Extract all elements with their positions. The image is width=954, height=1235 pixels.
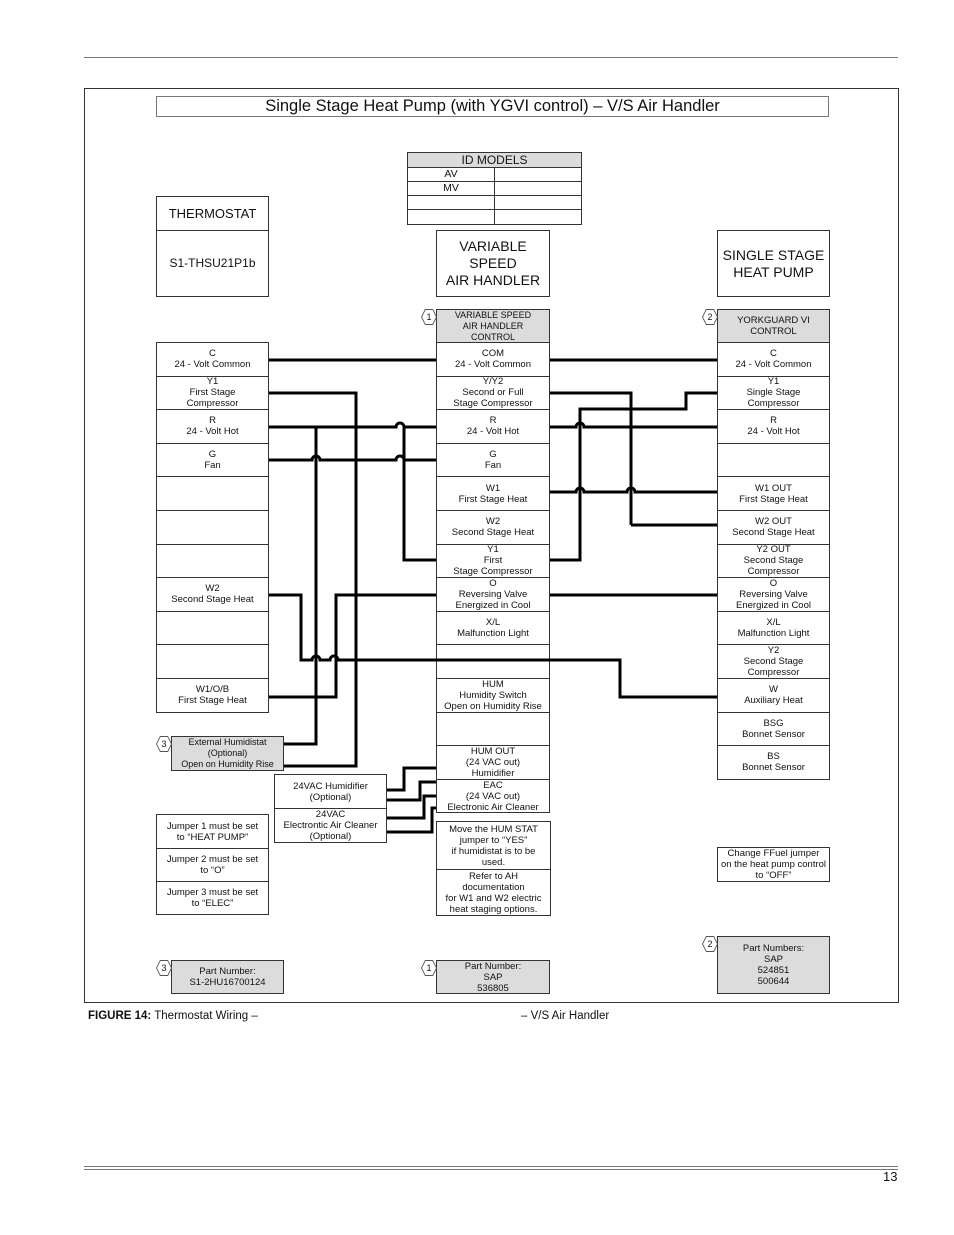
id-models-header: ID MODELS	[407, 152, 582, 168]
external-humidistat: External Humidistat (Optional) Open on H…	[171, 736, 284, 771]
terminal: BSG Bonnet Sensor	[717, 711, 830, 747]
terminal	[156, 476, 269, 511]
ah-doc-note: Refer to AH documentation for W1 and W2 …	[436, 869, 551, 916]
marker-hexagon: 1	[421, 960, 437, 976]
terminal: Y1 First Stage Compressor	[156, 375, 269, 411]
terminal: R 24 - Volt Hot	[156, 409, 269, 444]
heat-pump-control: YORKGUARD VI CONTROL	[717, 309, 830, 343]
ffuel-jumper-note: Change FFuel jumper on the heat pump con…	[717, 847, 830, 882]
hum-stat-note: Move the HUM STAT jumper to “YES” if hum…	[436, 821, 551, 870]
terminal: X/L Malfunction Light	[717, 610, 830, 646]
terminal: R 24 - Volt Hot	[436, 409, 550, 444]
marker-hexagon: 2	[702, 936, 718, 952]
terminal: HUM Humidity Switch Open on Humidity Ris…	[436, 678, 550, 713]
terminal	[436, 644, 550, 679]
figure-caption: FIGURE 14: Thermostat Wiring –	[88, 1010, 258, 1022]
terminal: X/L Malfunction Light	[436, 610, 550, 646]
marker-hexagon: 3	[156, 960, 172, 976]
wire-y1-hp	[550, 391, 717, 562]
terminal: W1/O/B First Stage Heat	[156, 678, 269, 713]
humidifier-box: 24VAC Humidifier (Optional)	[274, 774, 387, 809]
diagram-title: Single Stage Heat Pump (with YGVI contro…	[156, 96, 829, 117]
wire-w1ob	[269, 593, 717, 699]
terminal: Y/Y2 Second or Full Stage Compressor	[436, 375, 550, 411]
marker-hexagon: 1	[421, 309, 437, 325]
figure-frame	[84, 88, 899, 1003]
wire-r-hp	[550, 421, 717, 429]
wire-r	[269, 421, 436, 746]
jumper-note: Jumper 2 must be set to “O”	[156, 848, 269, 882]
terminal: W2 Second Stage Heat	[436, 510, 550, 545]
thermostat-title: THERMOSTAT	[156, 196, 269, 231]
wire-y1-thermostat	[269, 391, 358, 768]
part-number-air-handler: Part Number: SAP 536805	[436, 960, 550, 994]
wire-w2	[269, 593, 717, 699]
wire-eac	[387, 794, 436, 834]
terminal: EAC (24 VAC out) Electronic Air Cleaner	[436, 778, 550, 814]
wire-hum-out	[387, 766, 436, 802]
wire-g	[269, 454, 436, 462]
part-number-heat-pump: Part Numbers: SAP 524851 500644	[717, 936, 830, 994]
terminal: C 24 - Volt Common	[156, 342, 269, 377]
terminal: W1 OUT First Stage Heat	[717, 476, 830, 511]
bottom-rule-1	[84, 1166, 898, 1167]
terminal: Y2 Second Stage Compressor	[717, 644, 830, 679]
id-model-cell-blank	[494, 209, 582, 225]
marker-hexagon: 3	[156, 736, 172, 752]
terminal: O Reversing Valve Energized in Cool	[717, 577, 830, 612]
terminal: O Reversing Valve Energized in Cool	[436, 577, 550, 612]
wire-yy2	[550, 391, 717, 527]
terminal: Y2 OUT Second Stage Compressor	[717, 543, 830, 579]
part-number-humidistat: Part Number: S1-2HU16700124	[171, 960, 284, 994]
wire-w1	[550, 486, 717, 494]
jumper-note: Jumper 3 must be set to “ELEC”	[156, 881, 269, 915]
id-models-table: ID MODELS AV MV	[407, 152, 582, 225]
terminal: W2 Second Stage Heat	[156, 577, 269, 612]
terminal: HUM OUT (24 VAC out) Humidifier	[436, 745, 550, 780]
jumper-note: Jumper 1 must be set to “HEAT PUMP”	[156, 814, 269, 849]
terminal: G Fan	[436, 442, 550, 478]
terminal	[156, 510, 269, 545]
air-cleaner-box: 24VAC Electrontic Air Cleaner (Optional)	[274, 808, 387, 843]
page-number: 13	[883, 1169, 898, 1184]
marker-hexagon: 2	[702, 309, 718, 325]
terminal: COM 24 - Volt Common	[436, 342, 550, 377]
wire-y1	[402, 427, 436, 562]
air-handler-title: VARIABLE SPEED AIR HANDLER	[436, 230, 550, 297]
thermostat-model: S1-THSU21P1b	[156, 230, 269, 297]
terminal: BS Bonnet Sensor	[717, 745, 830, 780]
bottom-rule-2	[84, 1169, 898, 1170]
terminal: W1 First Stage Heat	[436, 476, 550, 511]
terminal: Y1 Single Stage Compressor	[717, 375, 830, 411]
heat-pump-title: SINGLE STAGE HEAT PUMP	[717, 230, 830, 297]
top-rule	[84, 57, 898, 58]
terminal: G Fan	[156, 442, 269, 478]
terminal: R 24 - Volt Hot	[717, 409, 830, 444]
figure-caption-tail: – V/S Air Handler	[521, 1010, 610, 1022]
